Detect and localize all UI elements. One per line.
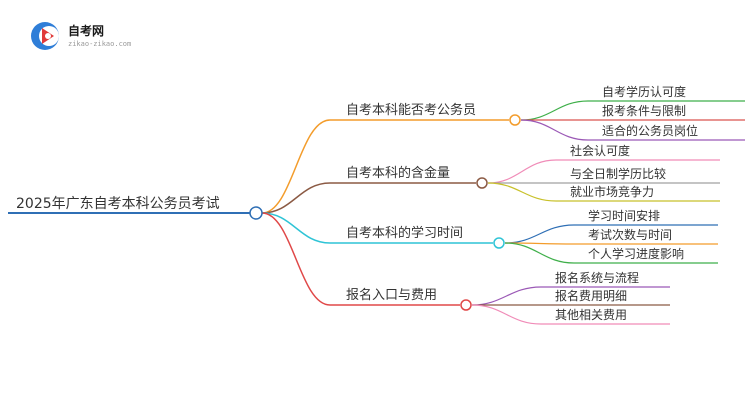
leaf-topic-3-1[interactable]: 学习时间安排 — [588, 209, 661, 223]
leaf-topic-2-1[interactable]: 社会认可度 — [570, 144, 631, 158]
leaf-topic-4-3[interactable]: 其他相关费用 — [555, 308, 628, 322]
branch-node-4 — [460, 299, 472, 311]
leaf-connector-1-1 — [520, 100, 589, 121]
leaf-connector-1-3 — [520, 119, 589, 141]
branch-topic-2[interactable]: 自考本科的含金量 — [346, 166, 451, 181]
branch-connector-1 — [261, 119, 331, 214]
branch-connector-2 — [261, 182, 331, 214]
leaf-topic-1-3[interactable]: 适合的公务员岗位 — [602, 124, 699, 138]
branch-connector-3 — [261, 212, 331, 244]
leaf-topic-3-3[interactable]: 个人学习进度影响 — [588, 247, 685, 261]
leaf-topic-2-2[interactable]: 与全日制学历比较 — [570, 167, 667, 181]
branch-node-3 — [493, 237, 505, 249]
branch-topic-3[interactable]: 自考本科的学习时间 — [346, 226, 464, 241]
site-logo[interactable]: 自考网 zikao-zikao.com — [28, 18, 178, 54]
leaf-connector-4-1 — [471, 286, 542, 306]
logo-url: zikao-zikao.com — [68, 40, 132, 48]
leaf-topic-3-2[interactable]: 考试次数与时间 — [588, 228, 673, 242]
logo-mark-icon — [31, 22, 59, 50]
leaf-topic-2-3[interactable]: 就业市场竞争力 — [570, 185, 655, 199]
branch-topic-1[interactable]: 自考本科能否考公务员 — [346, 103, 477, 118]
branch-connector-4 — [261, 212, 331, 306]
root-topic[interactable]: 2025年广东自考本科公务员考试 — [16, 196, 220, 212]
leaf-topic-1-1[interactable]: 自考学历认可度 — [602, 85, 687, 99]
root-node — [249, 206, 263, 220]
branch-node-2 — [476, 177, 488, 189]
leaf-connector-2-3 — [487, 182, 557, 202]
leaf-topic-1-2[interactable]: 报考条件与限制 — [602, 104, 687, 118]
leaf-connector-3-3 — [504, 242, 575, 264]
branch-node-1 — [509, 114, 521, 126]
branch-topic-4[interactable]: 报名入口与费用 — [346, 288, 438, 303]
leaf-connector-4-3 — [471, 304, 542, 325]
logo-name: 自考网 — [68, 24, 105, 38]
leaf-topic-4-1[interactable]: 报名系统与流程 — [555, 271, 640, 285]
leaf-connector-3-1 — [504, 224, 575, 244]
leaf-connector-2-1 — [487, 159, 557, 184]
leaf-topic-4-2[interactable]: 报名费用明细 — [555, 289, 628, 303]
